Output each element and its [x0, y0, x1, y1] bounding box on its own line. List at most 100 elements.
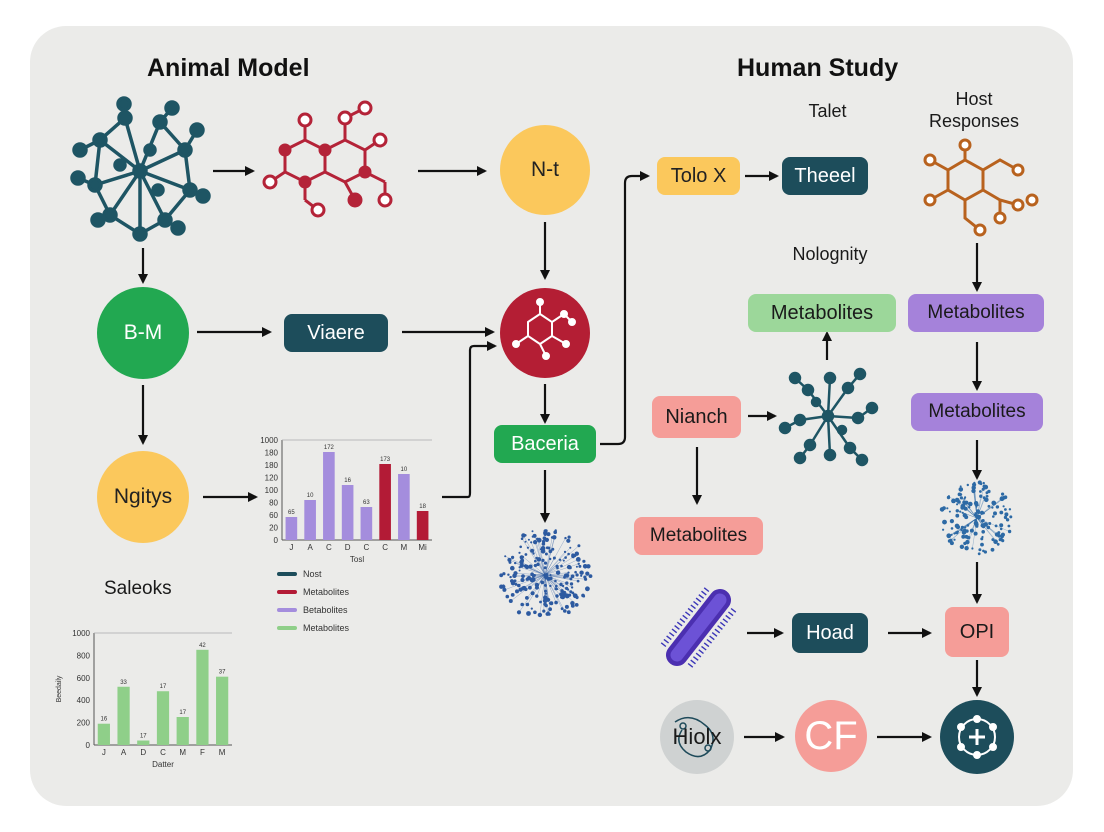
y-tick-label: 60	[269, 511, 278, 520]
cross-network-icon	[957, 715, 997, 759]
bar-data-label: 16	[101, 717, 108, 723]
y-tick-label: 1000	[260, 436, 278, 445]
bar-data-label: 173	[380, 457, 391, 463]
node-viaere: Viaere	[284, 314, 388, 352]
node-tolo-x: Tolo X	[657, 157, 740, 195]
bar-data-label: 65	[288, 510, 295, 516]
label-host-responses: Host Responses	[928, 89, 1020, 131]
connector-arrows	[138, 166, 982, 742]
label-saleoks: Saleoks	[104, 578, 172, 599]
header-human-study: Human Study	[737, 54, 899, 82]
bar-data-label: 37	[219, 670, 226, 676]
y-tick-label: 600	[77, 674, 91, 683]
legend-swatch	[277, 572, 297, 576]
node-hiolx-label: Hiolx	[672, 724, 722, 749]
bar	[176, 717, 189, 745]
x-tick-label: A	[121, 748, 127, 757]
bar-data-label: 33	[120, 680, 127, 686]
legend-label: Metabolites	[303, 587, 350, 597]
y-tick-label: 1000	[72, 629, 90, 638]
arrow-chart-to-center	[442, 341, 497, 499]
hiolx-line-icon	[674, 716, 714, 758]
bar-data-label: 17	[179, 710, 186, 716]
header-animal-model: Animal Model	[147, 54, 310, 82]
node-metabolites-green: Metabolites	[748, 294, 896, 332]
bar	[137, 740, 150, 745]
node-nt: N-t	[500, 125, 590, 215]
x-tick-label: Mi	[418, 543, 427, 552]
bar-data-label: 17	[160, 684, 167, 690]
bar	[416, 511, 429, 540]
bar	[323, 452, 335, 540]
bar	[196, 649, 209, 745]
y-axis-label: Beedaily	[56, 675, 63, 702]
legend-swatch	[277, 608, 297, 612]
legend-label: Metabolites	[303, 623, 350, 633]
node-metabolites-pink: Metabolites	[634, 517, 763, 555]
center-molecule-icon	[512, 298, 576, 360]
bar	[117, 686, 130, 745]
x-tick-label: M	[179, 748, 186, 757]
legend-item: Betabolites	[277, 605, 348, 615]
bar-data-label: 172	[324, 445, 335, 451]
center-red-node	[500, 288, 590, 378]
node-theeel: Theeel	[782, 157, 868, 195]
x-tick-label: D	[140, 748, 146, 757]
y-tick-label: 180	[265, 461, 279, 470]
node-hoad: Hoad	[792, 613, 868, 653]
x-tick-label: J	[289, 543, 293, 552]
bar-chart-bottom: 0200400600800100016J33A17D17C17M42F37MDa…	[56, 629, 232, 769]
y-tick-label: 80	[269, 499, 278, 508]
node-metabolites-purple-1: Metabolites	[908, 294, 1044, 332]
label-nologpity: Nolognity	[792, 244, 868, 264]
bar-data-label: 18	[419, 504, 426, 510]
bar	[97, 723, 110, 745]
x-tick-label: C	[326, 543, 332, 552]
x-tick-label: M	[401, 543, 408, 552]
x-tick-label: C	[382, 543, 388, 552]
teal-network-icon	[70, 96, 211, 242]
node-bm: B-M	[97, 287, 189, 379]
y-tick-label: 100	[265, 486, 279, 495]
legend-label: Betabolites	[303, 605, 348, 615]
node-cf: CF	[795, 700, 867, 772]
x-tick-label: M	[219, 748, 226, 757]
bar-data-label: 10	[401, 467, 408, 473]
bar-data-label: 16	[344, 478, 351, 484]
red-molecule-icon	[262, 100, 393, 218]
legend-label: Nost	[303, 569, 322, 579]
legend-item: Metabolites	[277, 623, 349, 633]
x-tick-label: J	[102, 748, 106, 757]
legend-swatch	[277, 626, 297, 630]
node-ngitys: Ngitys	[97, 451, 189, 543]
label-talet: Talet	[808, 101, 847, 121]
bar	[304, 500, 316, 540]
arrow-baceria-to-tolo	[600, 171, 650, 446]
bar	[341, 485, 354, 540]
legend-item: Metabolites	[277, 587, 349, 597]
dot-burst-small-icon	[939, 480, 1013, 556]
bacterium-icon	[660, 587, 737, 668]
bar-data-label: 63	[363, 500, 370, 506]
bar	[379, 464, 391, 540]
legend-item: Nost	[277, 569, 322, 579]
x-axis-label: Datter	[152, 760, 174, 769]
orange-molecule-icon	[923, 138, 1039, 237]
bar	[156, 691, 170, 745]
y-tick-label: 0	[86, 741, 91, 750]
node-opi: OPI	[945, 607, 1009, 657]
bar	[398, 474, 410, 540]
bar	[216, 676, 229, 745]
bar-data-label: 17	[140, 734, 147, 740]
teal-cluster-icon	[778, 367, 879, 467]
y-tick-label: 200	[77, 719, 91, 728]
node-baceria: Baceria	[494, 425, 596, 463]
y-tick-label: 20	[269, 524, 278, 533]
legend-swatch	[277, 590, 297, 594]
x-tick-label: F	[200, 748, 205, 757]
y-tick-label: 120	[265, 474, 279, 483]
x-tick-label: C	[160, 748, 166, 757]
y-tick-label: 400	[77, 696, 91, 705]
bar-chart-top: 0206080100120180180100065J10A172C16D63C1…	[260, 436, 432, 564]
